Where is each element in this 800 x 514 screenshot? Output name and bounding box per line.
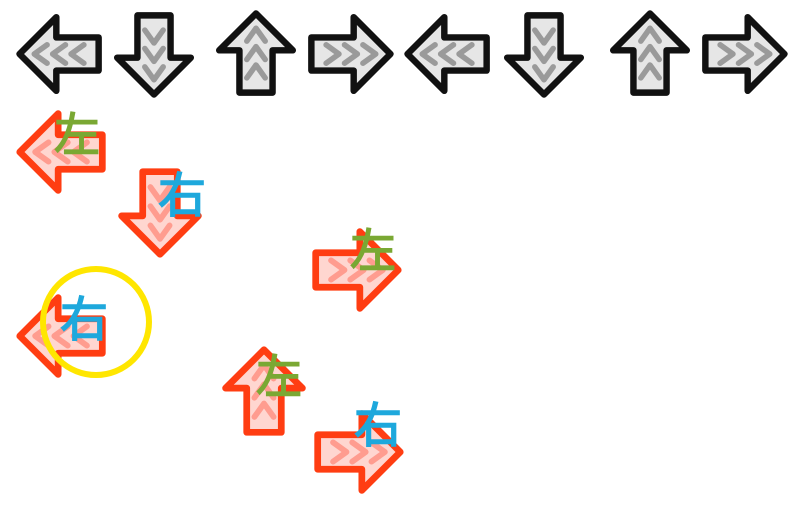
receptor-down-1-icon: [108, 8, 204, 104]
receptor-up-2-icon: [604, 8, 700, 104]
arrow-chevron: [717, 42, 736, 66]
note-left-arrow[interactable]: 左: [14, 104, 110, 200]
arrow-chevron: [323, 42, 342, 66]
arrow-chevron: [638, 25, 662, 44]
right-arrow-icon: [308, 13, 394, 95]
right-arrow-icon: [314, 410, 404, 494]
arrow-chevron: [532, 27, 556, 46]
left-arrow-icon: [16, 13, 102, 95]
arrow-chevron: [638, 62, 662, 81]
arrow-chevron: [754, 42, 773, 66]
arrow-chevron: [68, 42, 87, 66]
receptor-down-2-icon: [498, 8, 594, 104]
down-arrow-icon: [118, 168, 202, 258]
arrow-chevron: [147, 203, 173, 223]
arrow-chevron: [347, 257, 367, 283]
right-arrow-icon: [702, 13, 788, 95]
left-arrow-icon: [404, 13, 490, 95]
arrow-chevron: [244, 43, 268, 63]
note-down-arrow[interactable]: 右: [112, 164, 208, 260]
arrow-chevron: [142, 27, 166, 46]
arrow-chevron: [735, 42, 755, 66]
arrow-chevron: [70, 139, 90, 165]
arrow-chevron: [251, 381, 277, 401]
note-right-arrow[interactable]: 右: [310, 402, 406, 500]
arrow-chevron: [251, 362, 277, 382]
up-arrow-icon: [222, 346, 306, 436]
receptor-up-1-icon: [210, 8, 306, 104]
arrow-chevron: [360, 42, 379, 66]
receptor-right-1-icon: [304, 8, 400, 104]
arrow-chevron: [51, 139, 71, 165]
arrow-chevron: [330, 439, 350, 465]
arrow-chevron: [456, 42, 475, 66]
arrow-chevron: [638, 43, 662, 63]
arrow-chevron: [419, 42, 438, 66]
arrow-chevron: [532, 45, 556, 65]
receptor-row: [0, 0, 800, 115]
up-arrow-icon: [215, 10, 297, 96]
receptor-left-2-icon: [402, 8, 498, 104]
arrow-chevron: [147, 222, 173, 242]
arrow-chevron: [142, 64, 166, 83]
note-up-arrow[interactable]: 左: [216, 344, 312, 440]
arrow-chevron: [341, 42, 361, 66]
arrow-chevron: [244, 62, 268, 81]
receptor-right-2-icon: [698, 8, 794, 104]
arrow-chevron: [328, 257, 348, 283]
arrow-chevron: [49, 42, 69, 66]
arrow-chevron: [142, 45, 166, 65]
arrow-chevron: [349, 439, 369, 465]
up-arrow-icon: [609, 10, 691, 96]
arrow-chevron: [147, 184, 173, 204]
note-right-arrow[interactable]: 左: [308, 222, 404, 318]
right-arrow-icon: [312, 228, 402, 312]
arrow-chevron: [31, 42, 50, 66]
arrow-chevron: [368, 439, 388, 465]
down-arrow-icon: [503, 12, 585, 98]
down-arrow-icon: [113, 12, 195, 98]
left-arrow-icon: [16, 110, 106, 194]
arrow-chevron: [32, 139, 52, 165]
highlight-ring: [40, 266, 152, 378]
arrow-chevron: [532, 64, 556, 83]
arrow-chevron: [366, 257, 386, 283]
arrow-chevron: [244, 25, 268, 44]
arrow-chevron: [251, 400, 277, 420]
arrow-chevron: [437, 42, 457, 66]
receptor-left-1-icon: [14, 8, 110, 104]
